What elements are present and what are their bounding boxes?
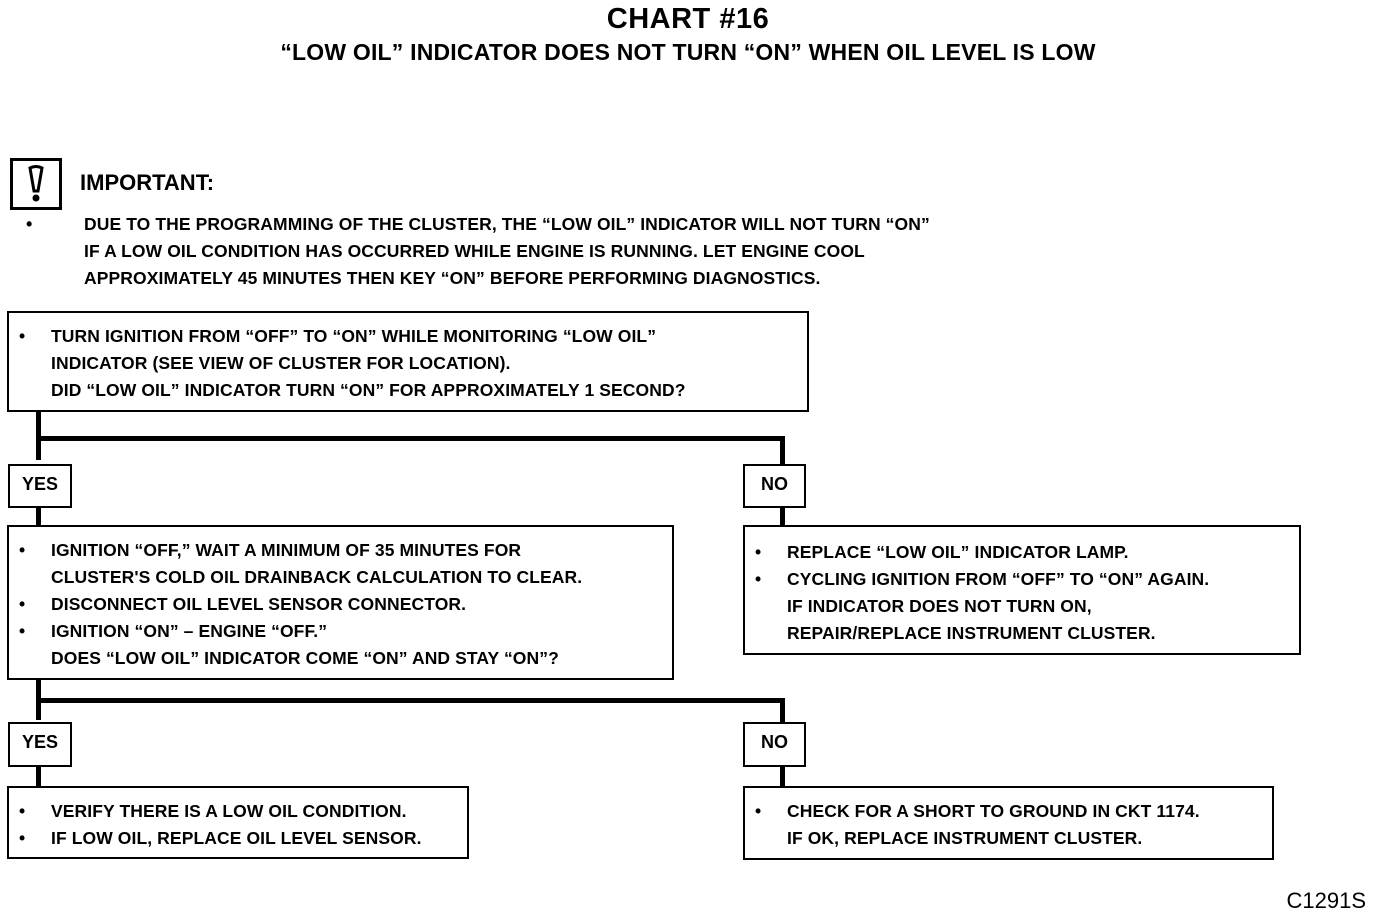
important-heading: IMPORTANT:: [80, 170, 215, 195]
yes-label: YES: [8, 722, 72, 767]
step-text: VERIFY THERE IS A LOW OIL CONDITION.: [51, 801, 407, 821]
step-line: • IGNITION “ON” – ENGINE “OFF.”: [9, 618, 672, 645]
step3-yes-list: • VERIFY THERE IS A LOW OIL CONDITION. • IF…: [9, 798, 467, 852]
step-text: CYCLING IGNITION FROM “OFF” TO “ON” AGAI…: [787, 569, 1210, 589]
chart-title: CHART #16: [606, 3, 770, 35]
connector-line: [780, 436, 785, 468]
step3-no-list: • CHECK FOR A SHORT TO GROUND IN CKT 1174…: [745, 798, 1272, 852]
important-line-1: DUE TO THE PROGRAMMING OF THE CLUSTER, T…: [84, 214, 930, 234]
step-line: • TURN IGNITION FROM “OFF” TO “ON” WHILE …: [9, 323, 807, 350]
step-line: REPAIR/REPLACE INSTRUMENT CLUSTER.: [745, 620, 1299, 647]
step1-box: • TURN IGNITION FROM “OFF” TO “ON” WHILE …: [7, 311, 809, 412]
step2-yes-list: • IGNITION “OFF,” WAIT A MINIMUM OF 35 MI…: [9, 537, 672, 672]
step2-no-box: • REPLACE “LOW OIL” INDICATOR LAMP. • CYCLI…: [743, 525, 1301, 655]
connector-line: [780, 765, 785, 789]
step-text: IGNITION “ON” – ENGINE “OFF.”: [51, 621, 328, 641]
step-line: • DISCONNECT OIL LEVEL SENSOR CONNECTOR.: [9, 591, 672, 618]
step-text: CHECK FOR A SHORT TO GROUND IN CKT 1174.: [787, 801, 1200, 821]
yes-label: YES: [8, 464, 72, 508]
important-bullet: •: [26, 214, 33, 234]
bullet-dot: •: [755, 801, 762, 821]
step1-list: • TURN IGNITION FROM “OFF” TO “ON” WHILE …: [9, 323, 807, 404]
connector-line: [780, 698, 785, 722]
important-line-3: APPROXIMATELY 45 MINUTES THEN KEY “ON” B…: [84, 268, 821, 288]
step-line: • VERIFY THERE IS A LOW OIL CONDITION.: [9, 798, 467, 825]
step-line: CLUSTER'S COLD OIL DRAINBACK CALCULATION…: [9, 564, 672, 591]
step3-yes-box: • VERIFY THERE IS A LOW OIL CONDITION. • IF…: [7, 786, 469, 859]
step-text: IF INDICATOR DOES NOT TURN ON,: [787, 596, 1092, 616]
step2-no-list: • REPLACE “LOW OIL” INDICATOR LAMP. • CYCLI…: [745, 539, 1299, 647]
bullet-dot: •: [19, 828, 26, 848]
exclamation-icon: [10, 158, 62, 210]
step-text: DISCONNECT OIL LEVEL SENSOR CONNECTOR.: [51, 594, 467, 614]
step-line: INDICATOR (SEE VIEW OF CLUSTER FOR LOCAT…: [9, 350, 807, 377]
step-text: IF OK, REPLACE INSTRUMENT CLUSTER.: [787, 828, 1143, 848]
step2-yes-box: • IGNITION “OFF,” WAIT A MINIMUM OF 35 MI…: [7, 525, 674, 680]
step-line: • IGNITION “OFF,” WAIT A MINIMUM OF 35 MI…: [9, 537, 672, 564]
bullet-dot: •: [19, 326, 26, 346]
step-line: • CHECK FOR A SHORT TO GROUND IN CKT 1174…: [745, 798, 1272, 825]
exclamation-glyph: [28, 165, 44, 202]
step-text: CLUSTER'S COLD OIL DRAINBACK CALCULATION…: [51, 567, 583, 587]
step-line: • IF LOW OIL, REPLACE OIL LEVEL SENSOR.: [9, 825, 467, 852]
connector-line: [36, 698, 785, 703]
step-text: REPLACE “LOW OIL” INDICATOR LAMP.: [787, 542, 1129, 562]
no-label: NO: [743, 722, 806, 767]
chart-subtitle: “LOW OIL” INDICATOR DOES NOT TURN “ON” W…: [280, 39, 1096, 65]
bullet-dot: •: [755, 569, 762, 589]
step-text: DID “LOW OIL” INDICATOR TURN “ON” FOR AP…: [51, 380, 686, 400]
connector-line: [780, 506, 785, 528]
step-text: IGNITION “OFF,” WAIT A MINIMUM OF 35 MIN…: [51, 540, 522, 560]
drawing-code: C1291S: [1286, 888, 1366, 913]
step-line: DID “LOW OIL” INDICATOR TURN “ON” FOR AP…: [9, 377, 807, 404]
bullet-dot: •: [19, 801, 26, 821]
connector-line: [36, 436, 785, 441]
bullet-dot: •: [19, 621, 26, 641]
step-line: DOES “LOW OIL” INDICATOR COME “ON” AND S…: [9, 645, 672, 672]
bullet-dot: •: [19, 540, 26, 560]
step-text: TURN IGNITION FROM “OFF” TO “ON” WHILE M…: [51, 326, 657, 346]
connector-line: [36, 506, 41, 528]
connector-line: [36, 765, 41, 789]
step-text: INDICATOR (SEE VIEW OF CLUSTER FOR LOCAT…: [51, 353, 511, 373]
bullet-dot: •: [19, 594, 26, 614]
bullet-dot: •: [755, 542, 762, 562]
step-line: • REPLACE “LOW OIL” INDICATOR LAMP.: [745, 539, 1299, 566]
connector-line: [36, 410, 41, 460]
step-text: IF LOW OIL, REPLACE OIL LEVEL SENSOR.: [51, 828, 422, 848]
step-line: IF OK, REPLACE INSTRUMENT CLUSTER.: [745, 825, 1272, 852]
step-line: IF INDICATOR DOES NOT TURN ON,: [745, 593, 1299, 620]
no-label: NO: [743, 464, 806, 508]
step3-no-box: • CHECK FOR A SHORT TO GROUND IN CKT 1174…: [743, 786, 1274, 860]
important-line-2: IF A LOW OIL CONDITION HAS OCCURRED WHIL…: [84, 241, 865, 261]
step-text: REPAIR/REPLACE INSTRUMENT CLUSTER.: [787, 623, 1156, 643]
step-text: DOES “LOW OIL” INDICATOR COME “ON” AND S…: [51, 648, 559, 668]
step-line: • CYCLING IGNITION FROM “OFF” TO “ON” AGA…: [745, 566, 1299, 593]
